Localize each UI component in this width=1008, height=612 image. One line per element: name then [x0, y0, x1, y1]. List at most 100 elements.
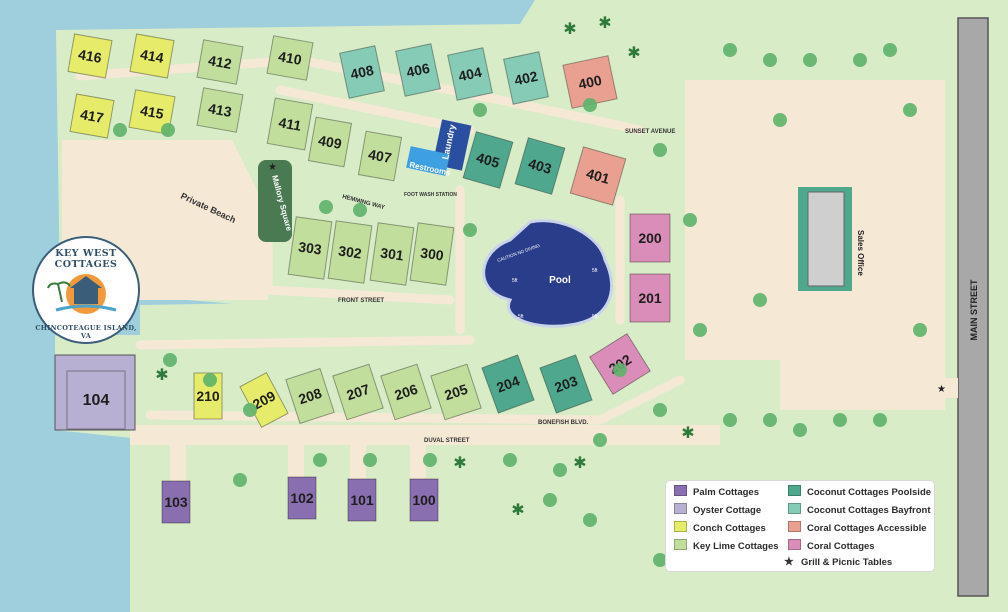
- cottage-roof: [287, 476, 317, 520]
- tree-icon: [613, 363, 627, 377]
- cottage-number: 302: [337, 242, 363, 261]
- tree-icon: [653, 403, 667, 417]
- tree-icon: [233, 473, 247, 487]
- cottage-100: 100: [409, 478, 439, 522]
- tree-icon: [463, 223, 477, 237]
- legend-item: Coral Cottages Accessible: [788, 521, 927, 534]
- walkway-network: [75, 55, 685, 425]
- resort-logo: KEY WEST COTTAGES CHINCOTEAGUE ISLAND, V…: [32, 236, 140, 344]
- cottage-102: 102: [287, 476, 317, 520]
- cottage-number: 208: [296, 385, 323, 408]
- tree-icon: [683, 213, 697, 227]
- grill-icon: ★: [784, 556, 794, 568]
- cottage-number: 205: [442, 381, 469, 404]
- cottage-407: 407: [357, 130, 403, 182]
- legend-label: Coral Cottages: [807, 541, 875, 552]
- tree-icon: [593, 433, 607, 447]
- cottage-number: 207: [344, 381, 371, 404]
- tree-icon: [423, 453, 437, 467]
- cottage-206: 206: [380, 363, 432, 421]
- cottage-number: 301: [379, 244, 405, 263]
- front-street-label: FRONT STREET: [338, 298, 384, 304]
- legend-swatch: [674, 521, 687, 532]
- cottage-208: 208: [285, 367, 335, 425]
- tree-icon: [543, 493, 557, 507]
- tree-icon: [313, 453, 327, 467]
- palm-tree-icon: ✱: [627, 45, 640, 62]
- cottage-number: 103: [164, 494, 188, 510]
- tree-icon: [353, 203, 367, 217]
- cottage-roof: [503, 51, 549, 105]
- duval-walk: [130, 425, 720, 445]
- tree-icon: [833, 413, 847, 427]
- logo-place: CHINCOTEAGUE ISLAND, VA: [35, 324, 137, 340]
- cottage-roof: [307, 116, 353, 168]
- cottage-number: 406: [405, 60, 431, 81]
- cottage-403: 403: [514, 137, 566, 195]
- cottage-roof: [339, 45, 385, 99]
- tree-icon: [723, 43, 737, 57]
- tree-icon: [883, 43, 897, 57]
- legend-swatch: [674, 539, 687, 550]
- cottage-303: 303: [287, 216, 333, 280]
- legend-label: Conch Cottages: [693, 523, 766, 534]
- cottage-roof: [327, 220, 373, 284]
- legend-grill: ★ Grill & Picnic Tables: [784, 555, 892, 568]
- cottage-number: 101: [350, 492, 374, 508]
- cottage-roof: [129, 33, 175, 79]
- cottage-roof: [332, 363, 384, 421]
- tree-icon: [473, 103, 487, 117]
- cottage-roof: [128, 89, 176, 135]
- tree-icon: [853, 53, 867, 67]
- legend-label: Coconut Cottages Poolside: [807, 487, 932, 498]
- cottage-number: 204: [494, 372, 522, 395]
- cottage-roof: [161, 480, 191, 524]
- cottage-roof: [196, 39, 244, 85]
- logo-art: [47, 274, 117, 314]
- cottage-roof: [539, 354, 593, 414]
- pier-3: [350, 442, 366, 482]
- legend-grill-label: Grill & Picnic Tables: [801, 557, 893, 568]
- sales-office: [807, 191, 845, 287]
- cottage-210: 210: [193, 372, 223, 420]
- sales-office-label: Sales Office: [856, 230, 865, 276]
- legend-swatch: [788, 503, 801, 514]
- cottage-104: 104: [66, 370, 126, 430]
- legend-swatch: [788, 485, 801, 496]
- cottage-204: 204: [481, 354, 535, 414]
- cottage-number: 405: [475, 149, 502, 171]
- pool-depth-b: 5ft: [592, 314, 598, 320]
- tree-icon: [903, 103, 917, 117]
- cottage-301: 301: [369, 222, 415, 286]
- cottage-roof: [380, 363, 432, 421]
- pier-1: [170, 442, 186, 482]
- duval-label: DUVAL STREET: [424, 438, 470, 444]
- cottage-408: 408: [339, 45, 385, 99]
- cottage-number: 104: [83, 392, 110, 409]
- grill-icon: ★: [268, 162, 277, 173]
- cottage-number: 303: [297, 238, 323, 257]
- cottage-number: 412: [207, 52, 233, 72]
- tree-icon: [319, 200, 333, 214]
- tree-icon: [203, 373, 217, 387]
- cottage-302: 302: [327, 220, 373, 284]
- pool-depth-a: 5ft: [592, 268, 598, 274]
- cottage-roof: [69, 93, 115, 139]
- cottage-roof: [430, 363, 482, 421]
- cottage-400: 400: [562, 55, 618, 109]
- cottage-number: 416: [77, 46, 103, 66]
- tree-icon: [793, 423, 807, 437]
- cottage-300: 300: [409, 222, 455, 286]
- legend-item: Coconut Cottages Bayfront: [788, 503, 931, 516]
- logo-name: KEY WEST COTTAGES: [54, 248, 118, 270]
- tree-icon: [363, 453, 377, 467]
- cottage-number: 206: [392, 381, 419, 404]
- entrance-road: [780, 378, 958, 398]
- palm-tree-icon: ✱: [573, 455, 586, 472]
- cottage-number: 402: [513, 68, 539, 89]
- cottage-number: 414: [139, 46, 165, 66]
- palm-tree-icon: ✱: [155, 367, 168, 384]
- cottage-401: 401: [569, 146, 627, 206]
